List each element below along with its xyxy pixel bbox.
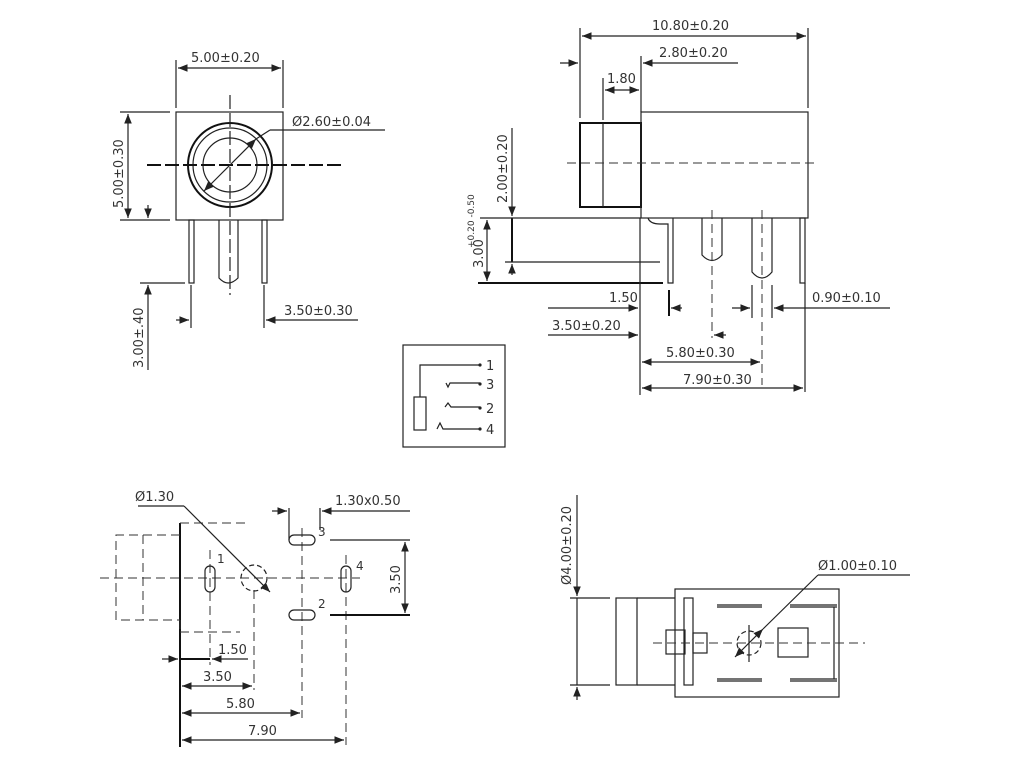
pin1-offset-dim: 1.50: [609, 291, 638, 306]
front-diameter-dim: Ø2.60±0.04: [292, 115, 371, 130]
footprint-pin-4: 4: [356, 559, 364, 573]
footprint-dim-4: 7.90: [248, 724, 277, 739]
schematic-pin-1: 1: [486, 359, 494, 374]
pin-height-tolerance: +0.20 -0.50: [467, 194, 477, 248]
front-length-dim: 2.80±0.20: [659, 46, 728, 61]
schematic-pin-2: 2: [486, 402, 494, 417]
pin-height-dim: 3.00: [472, 239, 487, 268]
pin-spacing-dim: 3.50±0.30: [284, 304, 353, 319]
top-diameter-dim: Ø4.00±0.20: [560, 506, 575, 585]
front-view: 5.00±0.20 Ø2.60±0.04 5.00±0.30 3.00±.40 …: [112, 51, 385, 370]
footprint-dim-2: 3.50: [203, 670, 232, 685]
footprint-pin-2: 2: [318, 597, 326, 611]
top-hole-dim: Ø1.00±0.10: [818, 559, 897, 574]
footprint-dim-1: 1.50: [218, 643, 247, 658]
schematic-pin-4: 4: [486, 423, 494, 438]
footprint-pin-3: 3: [318, 525, 326, 539]
front-height-dim: 5.00±0.30: [112, 139, 127, 208]
side-view: 10.80±0.20 2.80±0.20 1.80 2.00±0.20 3.00…: [467, 19, 890, 395]
top-view: Ø1.00±0.10 Ø4.00±0.20: [560, 495, 910, 700]
pin4-offset-dim: 7.90±0.30: [683, 373, 752, 388]
footprint-dim-3: 5.80: [226, 697, 255, 712]
pcb-footprint: Ø1.30 1.30x0.50 1 3 2 4 3.50 1.50 3.50 5…: [100, 490, 410, 747]
collar-dim: 1.80: [607, 72, 636, 87]
footprint-pin-1: 1: [217, 552, 225, 566]
front-width-dim: 5.00±0.20: [191, 51, 260, 66]
footprint-hole-dim: Ø1.30: [135, 490, 174, 505]
pin-length-dim: 3.00±.40: [132, 307, 147, 368]
pin2-offset-dim: 3.50±0.20: [552, 319, 621, 334]
pin-width-dim: 0.90±0.10: [812, 291, 881, 306]
pin-schematic: 1 3 2 4: [402, 344, 506, 448]
footprint-slot-dim: 1.30x0.50: [335, 494, 401, 509]
footprint-vertical-dim: 3.50: [389, 565, 404, 594]
side-length-dim: 10.80±0.20: [652, 19, 729, 34]
schematic-pin-3: 3: [486, 378, 494, 393]
pin3-offset-dim: 5.80±0.30: [666, 346, 735, 361]
body-height-dim: 2.00±0.20: [496, 134, 511, 203]
